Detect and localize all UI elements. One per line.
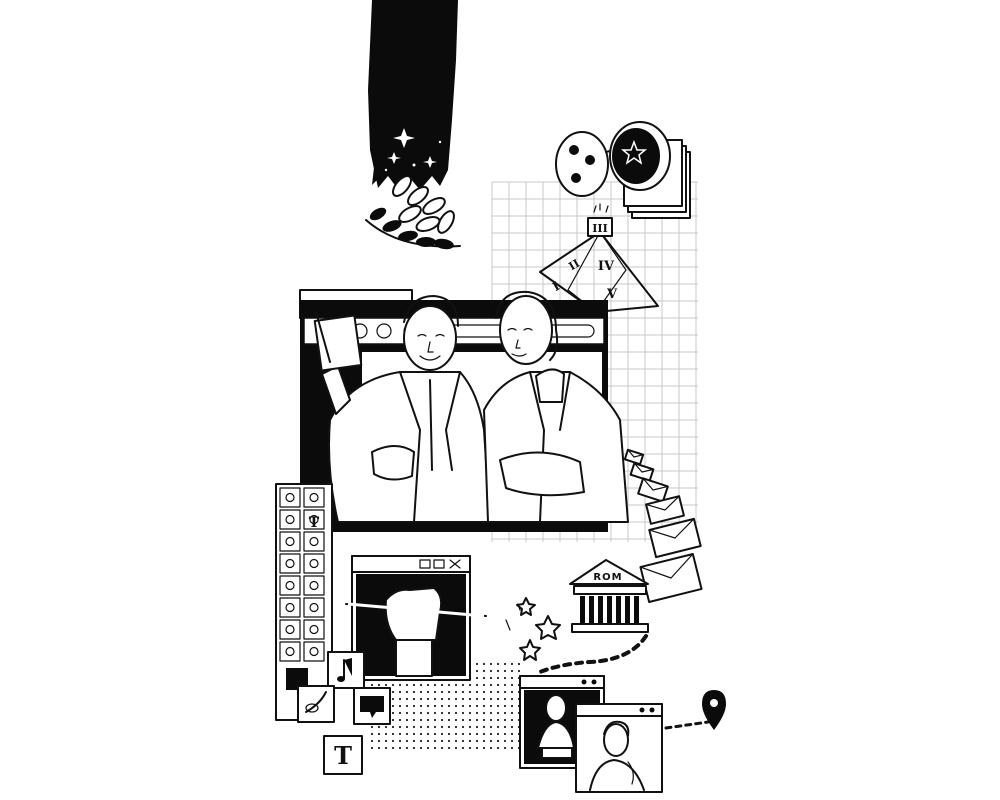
temple-column <box>616 596 621 624</box>
text-tool-icon: T <box>323 735 363 775</box>
tool-cell <box>279 531 301 552</box>
statue-window <box>575 703 663 793</box>
ink-brush-stroke <box>368 0 458 192</box>
paintbrush-tile-icon <box>297 685 335 723</box>
roman-temple-icon: ROM <box>569 559 649 633</box>
envelope-icon <box>629 462 655 482</box>
temple-column <box>580 596 585 624</box>
tool-cell <box>303 641 325 662</box>
temple-column <box>625 596 630 624</box>
drawing-app-window <box>345 555 487 681</box>
tool-cell <box>303 509 325 530</box>
envelope-icon <box>623 448 645 466</box>
toolbox-text-glyph: T <box>309 515 320 531</box>
dashed-route <box>538 634 710 730</box>
temple-column <box>598 596 603 624</box>
tool-cell <box>279 641 301 662</box>
tool-cell <box>279 619 301 640</box>
figure-right-thinker <box>483 290 629 523</box>
sparkle-stars <box>505 597 561 661</box>
text-tool-glyph: T <box>334 741 352 770</box>
tool-cell <box>303 531 325 552</box>
tool-cell <box>279 597 301 618</box>
envelope-icon <box>639 553 703 603</box>
laurel-wreath-icon <box>365 175 461 250</box>
envelope-icon <box>648 517 702 559</box>
tool-cell <box>303 619 325 640</box>
email-envelopes <box>623 448 703 603</box>
pyramid-numeral-top: III <box>592 222 607 235</box>
temple-column <box>607 596 612 624</box>
tool-palette: T <box>275 483 333 721</box>
envelope-icon <box>645 495 685 525</box>
pyramid-numeral-right-lower: V <box>606 287 618 302</box>
envelope-icon <box>637 477 669 503</box>
temple-label: ROM <box>593 572 622 583</box>
tool-cell <box>279 487 301 508</box>
temple-column <box>634 596 639 624</box>
figure-left-inventor <box>313 295 491 523</box>
map-pin-icon <box>702 690 726 730</box>
music-note-icon <box>327 651 365 689</box>
speech-bubble-icon <box>353 687 391 725</box>
tool-cell <box>303 553 325 574</box>
pyramid-numeral-right-upper: IV <box>598 259 615 274</box>
tool-cell <box>279 575 301 596</box>
tool-cell <box>303 575 325 596</box>
tool-cell <box>279 509 301 530</box>
temple-column <box>589 596 594 624</box>
webcam-icon <box>555 121 691 219</box>
tool-cell <box>303 597 325 618</box>
tool-cell <box>279 553 301 574</box>
tool-cell <box>303 487 325 508</box>
